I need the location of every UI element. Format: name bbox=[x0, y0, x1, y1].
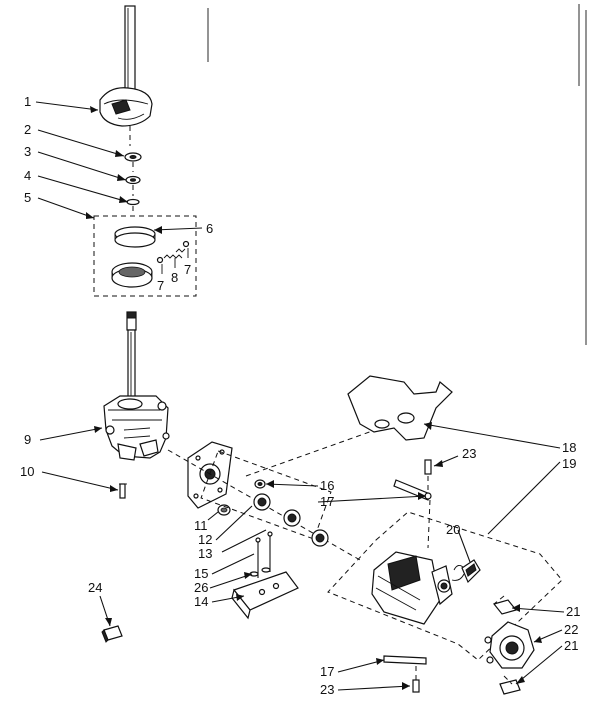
part-24-clip bbox=[101, 625, 123, 643]
part-3-washer bbox=[125, 175, 141, 196]
part-12-pulley-a bbox=[253, 493, 271, 511]
part-6-clutch-band bbox=[114, 226, 156, 248]
callout-4: 4 bbox=[24, 168, 31, 183]
callout-23-upper: 23 bbox=[462, 446, 476, 461]
part-23-screw-lower bbox=[412, 666, 420, 693]
callout-12: 12 bbox=[198, 532, 212, 547]
callout-21-lower: 21 bbox=[564, 638, 578, 653]
callout-8: 8 bbox=[171, 270, 178, 285]
part-23-screw-upper bbox=[424, 459, 432, 492]
pump-housing bbox=[187, 441, 233, 509]
callout-10: 10 bbox=[20, 464, 34, 479]
callout-26: 26 bbox=[194, 580, 208, 595]
leader-lines bbox=[35, 101, 565, 691]
lower-shaft bbox=[126, 311, 137, 403]
callout-17-lower: 17 bbox=[320, 664, 334, 679]
arrowheads bbox=[86, 106, 542, 690]
callout-6: 6 bbox=[206, 221, 213, 236]
callout-3: 3 bbox=[24, 144, 31, 159]
callout-24: 24 bbox=[88, 580, 102, 595]
callout-22: 22 bbox=[564, 622, 578, 637]
part-12-pulley-c bbox=[311, 529, 329, 547]
callout-20: 20 bbox=[446, 522, 460, 537]
drive-shaft bbox=[124, 5, 136, 99]
part-1-cam bbox=[99, 87, 153, 146]
callout-7-left: 7 bbox=[157, 278, 164, 293]
callout-19: 19 bbox=[562, 456, 576, 471]
part-21-pin-lower bbox=[499, 675, 521, 695]
callout-16: 16 bbox=[320, 478, 334, 493]
callout-18: 18 bbox=[562, 440, 576, 455]
part-10-screw bbox=[119, 483, 127, 499]
callout-23-lower: 23 bbox=[320, 682, 334, 697]
assembly-5-box bbox=[93, 215, 197, 297]
part-22-pump bbox=[484, 621, 535, 669]
part-7-8-spring-pins bbox=[156, 240, 190, 264]
part-9-gearcase bbox=[103, 395, 170, 461]
callout-17-upper: 17 bbox=[320, 494, 334, 509]
part-15-bolts bbox=[255, 531, 273, 578]
part-5-clutch-hub bbox=[111, 262, 153, 288]
part-18-cover bbox=[347, 375, 453, 441]
part-2-washer bbox=[124, 152, 142, 172]
frame-lines bbox=[207, 4, 587, 345]
part-26-washers bbox=[249, 567, 271, 577]
motor bbox=[371, 551, 465, 625]
part-21-pin-upper bbox=[492, 595, 518, 615]
part-17-rod-upper bbox=[393, 479, 432, 549]
callout-14: 14 bbox=[194, 594, 208, 609]
callout-11: 11 bbox=[194, 518, 208, 533]
part-14-bracket bbox=[231, 571, 299, 620]
callout-21-upper: 21 bbox=[566, 604, 580, 619]
part-17-rod-lower bbox=[383, 655, 427, 665]
callout-1: 1 bbox=[24, 94, 31, 109]
callout-labels: 1 2 3 4 5 6 7 8 7 9 10 11 12 13 14 15 26… bbox=[20, 94, 580, 697]
part-20-capacitor bbox=[461, 559, 481, 584]
assembly-19-box bbox=[327, 511, 563, 661]
callout-13: 13 bbox=[198, 546, 212, 561]
part-4-ring bbox=[126, 198, 140, 214]
callout-9: 9 bbox=[24, 432, 31, 447]
part-16-coupler bbox=[254, 479, 266, 489]
callout-2: 2 bbox=[24, 122, 31, 137]
callout-7-right: 7 bbox=[184, 262, 191, 277]
part-12-pulley-b bbox=[283, 509, 301, 527]
callout-5: 5 bbox=[24, 190, 31, 205]
assembly-13-box bbox=[200, 450, 332, 540]
callout-15: 15 bbox=[194, 566, 208, 581]
